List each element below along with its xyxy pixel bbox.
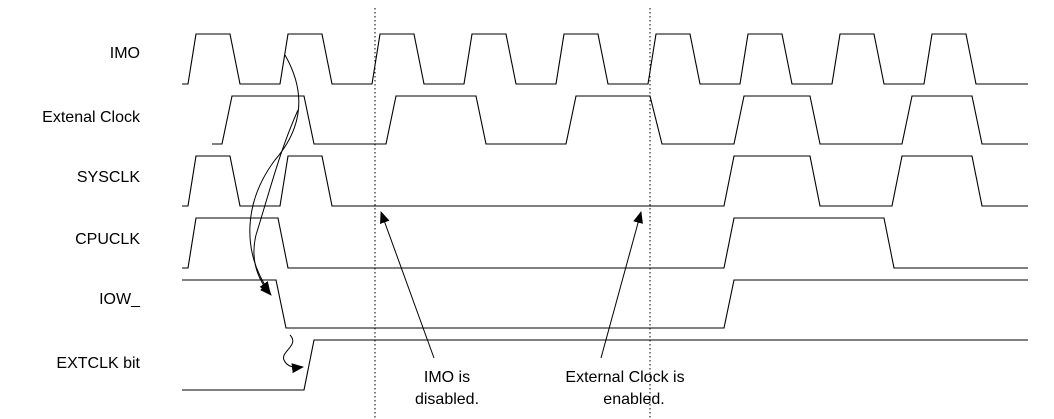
- waveform-sysclk: [182, 155, 1028, 207]
- signal-label-cpuclk: CPUCLK: [75, 231, 140, 248]
- signal-label-external-clock: Extenal Clock: [42, 109, 141, 126]
- annotation-imo-disabled-line1: IMO is: [424, 369, 470, 386]
- annotation-arrow-ext-enabled: [600, 211, 643, 359]
- waveform-extclk-bit: [182, 339, 1028, 391]
- signal-label-imo: IMO: [110, 45, 140, 62]
- annotation-ext-enabled-line1: External Clock is: [565, 369, 684, 386]
- signal-label-iow: IOW_: [99, 291, 141, 308]
- waveform-iow: [182, 279, 1028, 329]
- annotation-ext-enabled-line2: enabled.: [603, 391, 664, 408]
- causality-arrow-imo-to-iow: [249, 54, 300, 294]
- annotation-imo-disabled-line2: disabled.: [415, 391, 479, 408]
- waveform-external-clock: [212, 95, 1028, 145]
- annotation-arrow-imo-disabled: [380, 211, 435, 359]
- causality-arrow-iow-to-extclk-bit: [283, 334, 304, 374]
- signal-label-extclk-bit: EXTCLK bit: [56, 355, 140, 372]
- waveform-cpuclk: [182, 217, 1028, 269]
- waveform-imo: [182, 33, 1028, 85]
- signal-label-sysclk: SYSCLK: [77, 169, 140, 186]
- causality-arrow-external-clock-to-iow: [253, 109, 299, 296]
